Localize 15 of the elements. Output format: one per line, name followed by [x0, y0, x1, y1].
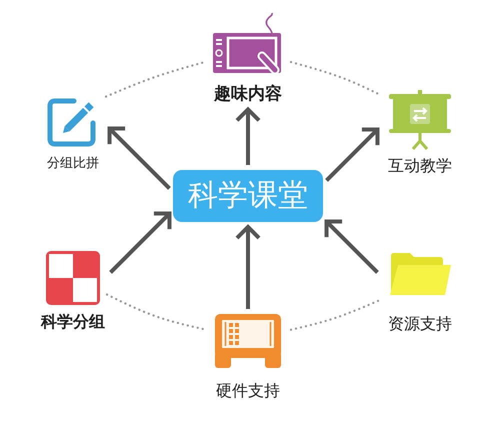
node-label: 互动教学 [388, 156, 452, 176]
dotted-line [106, 293, 206, 331]
arrow [325, 128, 380, 182]
arrow [108, 126, 171, 190]
arrow [235, 107, 261, 165]
arrow [109, 212, 172, 274]
arrow [324, 220, 379, 274]
node-label: 分组比拼 [47, 156, 99, 172]
node-label: 科学分组 [41, 312, 105, 332]
node-label: 趣味内容 [214, 84, 282, 104]
central-topic-box: 科学课堂 [173, 170, 323, 222]
node-label: 资源支持 [388, 314, 452, 334]
arrow [235, 225, 261, 309]
dotted-line [104, 60, 206, 98]
node-label: 硬件支持 [216, 381, 280, 400]
